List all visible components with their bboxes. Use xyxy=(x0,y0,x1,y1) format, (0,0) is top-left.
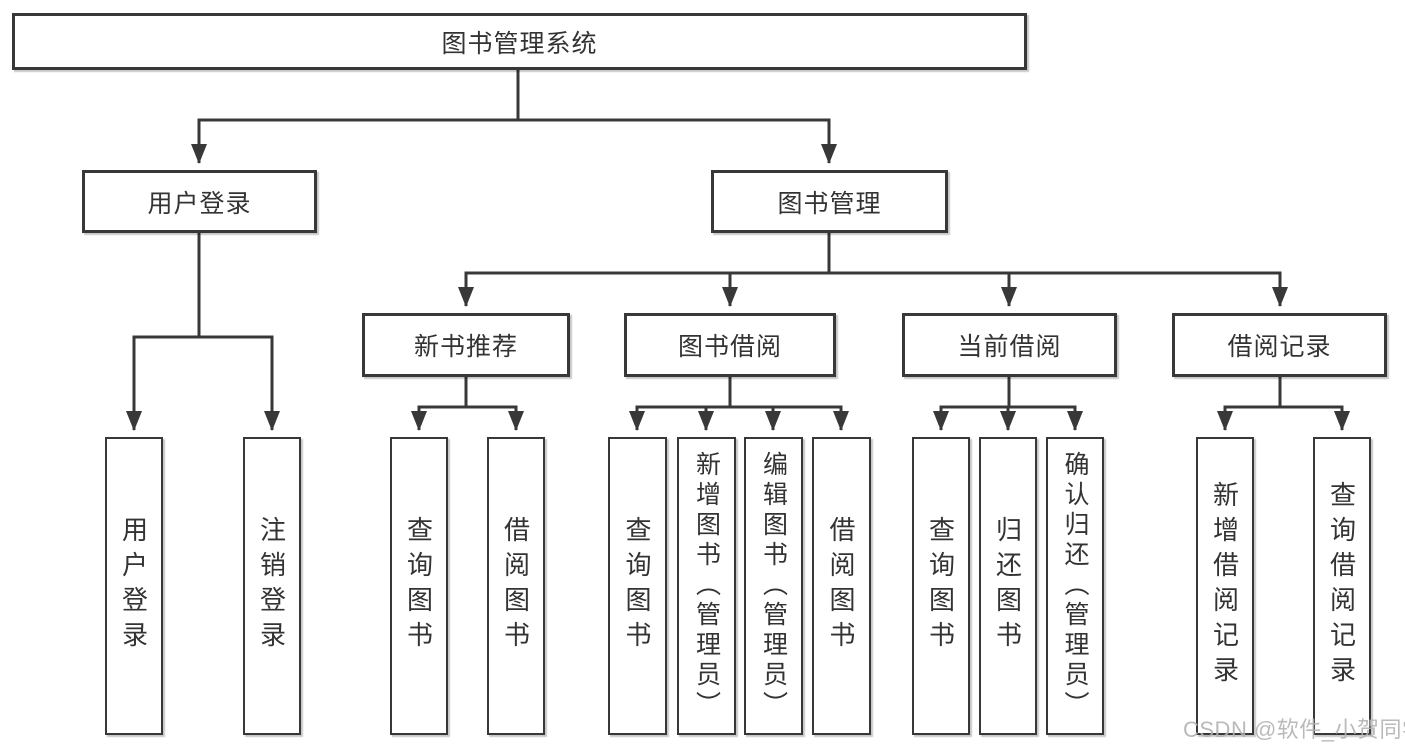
connector xyxy=(411,377,468,431)
node-user-login: 用户登录 xyxy=(82,170,317,233)
connector xyxy=(629,377,732,431)
connector xyxy=(197,233,280,431)
node-book-management: 图书管理 xyxy=(711,170,948,233)
connector xyxy=(458,233,831,307)
connector xyxy=(464,377,524,431)
connector xyxy=(722,233,831,307)
leaf-query-books-current: 查询图书 xyxy=(912,437,970,735)
node-library-management-system: 图书管理系统 xyxy=(12,13,1027,70)
connector xyxy=(827,233,1017,307)
connector xyxy=(933,377,1011,431)
leaf-query-books-recommend: 查询图书 xyxy=(390,437,448,735)
leaf-borrow-books-borrow: 借阅图书 xyxy=(812,437,871,735)
connector xyxy=(698,377,732,431)
csdn-watermark: CSDN @软件_小贺同学 xyxy=(1183,717,1405,742)
connector xyxy=(728,377,849,431)
leaf-query-books-borrow: 查询图书 xyxy=(608,437,667,735)
node-borrowing-records: 借阅记录 xyxy=(1172,313,1387,377)
connector xyxy=(1278,377,1350,431)
leaf-add-borrow-record: 新增借阅记录 xyxy=(1196,437,1254,735)
connector xyxy=(728,377,781,431)
connector xyxy=(1217,377,1282,431)
node-new-book-recommendation: 新书推荐 xyxy=(362,313,570,377)
connector xyxy=(126,233,201,431)
connector xyxy=(191,70,520,164)
leaf-return-books: 归还图书 xyxy=(979,437,1037,735)
leaf-add-book-admin: 新增图书（管理员） xyxy=(677,437,736,735)
connector xyxy=(516,70,837,164)
leaf-confirm-return-admin: 确认归还（管理员） xyxy=(1046,437,1104,735)
leaf-edit-book-admin: 编辑图书（管理员） xyxy=(744,437,803,735)
leaf-borrow-books-recommend: 借阅图书 xyxy=(487,437,545,735)
leaf-logout: 注销登录 xyxy=(243,437,301,735)
connector xyxy=(1007,377,1083,431)
leaf-user-login: 用户登录 xyxy=(105,437,163,735)
leaf-query-borrow-record: 查询借阅记录 xyxy=(1313,437,1371,735)
connector xyxy=(827,233,1288,307)
node-current-borrowing: 当前借阅 xyxy=(902,313,1117,377)
node-book-borrowing: 图书借阅 xyxy=(624,313,836,377)
